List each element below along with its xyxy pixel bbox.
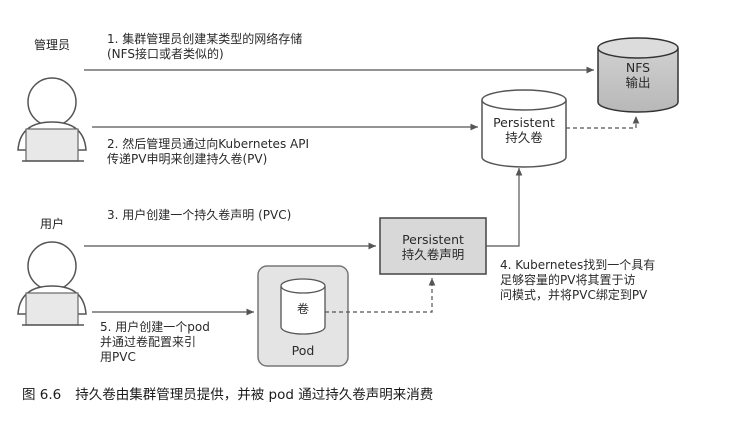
user-person-icon bbox=[17, 241, 87, 326]
pvc-box bbox=[379, 217, 487, 275]
nfs-storage-cylinder bbox=[597, 37, 679, 113]
pvc-label: Persistent 持久卷声明 bbox=[401, 232, 465, 262]
figure-caption-text: 持久卷由集群管理员提供，并被 pod 通过持久卷声明来消费 bbox=[75, 387, 434, 403]
pv-label: Persistent 持久卷 bbox=[493, 115, 555, 145]
arrow-pvc-to-pv bbox=[486, 168, 523, 247]
pod-label: Pod bbox=[291, 343, 315, 358]
pv-cylinder bbox=[481, 89, 567, 168]
step5-label: 5. 用户创建一个pod 并通过卷配置来引 用PVC bbox=[100, 320, 210, 364]
figure-caption: 图 6.6 持久卷由集群管理员提供，并被 pod 通过持久卷声明来消费 bbox=[22, 383, 433, 403]
step4-label: 4. Kubernetes找到一个具有 足够容量的PV将其置于访 问模式，并将P… bbox=[500, 258, 656, 302]
pod-volume-label: 卷 bbox=[296, 302, 309, 316]
pod-volume-cylinder bbox=[280, 278, 326, 335]
dashed-pv-to-nfs bbox=[566, 116, 640, 129]
step1-label: 1. 集群管理员创建某类型的网络存储 (NFS接口或者类似的) bbox=[107, 32, 303, 61]
step2-label: 2. 然后管理员通过向Kubernetes API 传递PV申明来创建持久卷(P… bbox=[107, 137, 309, 166]
admin-person-icon bbox=[17, 77, 87, 162]
step3-label: 3. 用户创建一个持久卷声明 (PVC) bbox=[107, 208, 292, 222]
dashed-volume-to-pvc bbox=[325, 278, 436, 313]
admin-label: 管理员 bbox=[34, 38, 71, 52]
figure-number: 图 6.6 bbox=[22, 387, 62, 403]
nfs-label: NFS 输出 bbox=[625, 60, 651, 90]
user-label: 用户 bbox=[40, 217, 65, 231]
